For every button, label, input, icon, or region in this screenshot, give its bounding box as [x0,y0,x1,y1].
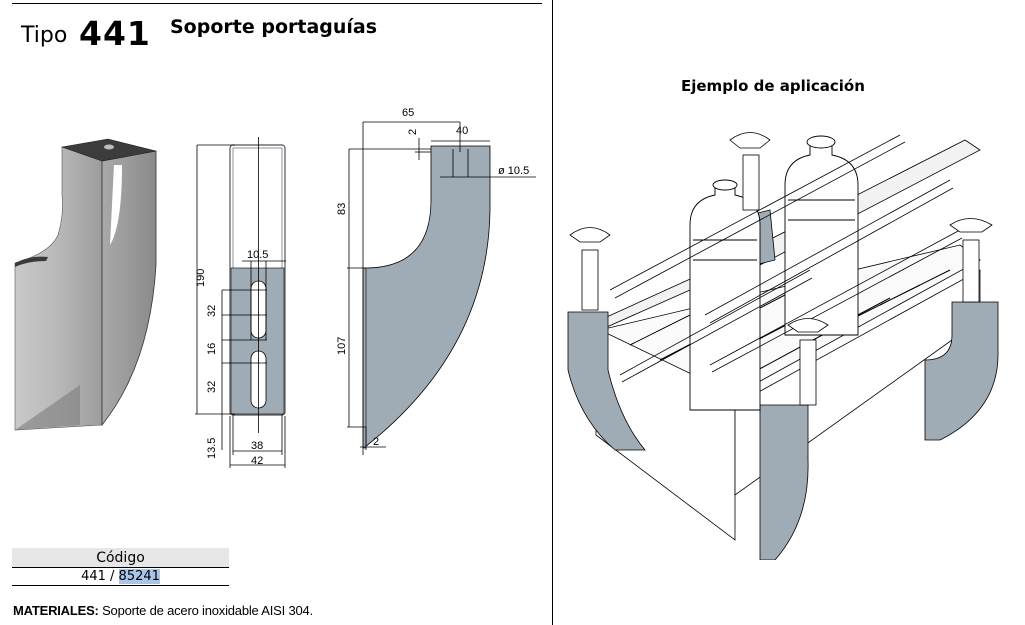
dim-bottom-offset: 13.5 [206,438,218,459]
star-knob-4 [787,318,829,406]
guide-rail-4 [709,229,963,373]
dim-upper-height: 83 [336,203,348,215]
bracket-left-face [14,146,103,431]
dim-outer-width: 42 [251,455,263,467]
star-knob-2 [729,132,771,211]
front-view-drawing: 10.5 190 32 16 32 13.5 38 42 [195,137,286,468]
bottle-left [689,179,761,411]
codigo-prefix: 441 / [81,569,119,584]
application-example-illustration [567,132,999,560]
star-knob-1 [569,227,611,311]
product-3d-render [14,138,157,431]
dim-hole-diameter: 10.5 [247,249,268,261]
tipo-label: Tipo [21,23,68,48]
guide-rail-2 [704,179,954,324]
guide-rail-1 [609,134,906,299]
codigo-table: Código 441 / 85241 [12,548,229,586]
application-title: Ejemplo de aplicación [681,77,865,95]
dim-thickness-bottom: 2 [373,436,379,448]
bracket-top-plate [60,138,157,162]
dim-slot-length-1: 32 [206,305,218,317]
side-view-drawing: 65 2 40 ø 10.5 83 107 2 [336,107,536,455]
guide-rail-3 [619,269,813,383]
codigo-selected-text[interactable]: 85241 [118,569,160,584]
dim-thickness-top: 2 [407,129,419,135]
dim-top-width: 40 [456,125,468,137]
dim-side-hole-diameter: ø 10.5 [498,165,529,177]
materiales-label: MATERIALES: [13,603,99,618]
product-title: Soporte portaguías [170,16,378,38]
star-knob-3 [949,218,993,303]
materiales-text: Soporte de acero inoxidable AISI 304. [98,603,313,618]
bracket-back-right [924,301,999,441]
bracket-front-center [759,404,809,560]
tipo-number: 441 [79,14,151,53]
bracket-shadow [15,385,80,430]
dim-lower-height: 107 [336,337,348,355]
bracket-right-face [101,150,157,427]
dim-total-height: 190 [195,269,207,287]
dim-inner-width: 38 [251,440,263,452]
codigo-value[interactable]: 441 / 85241 [12,568,229,586]
dim-slot-length-2: 32 [206,381,218,393]
bottle-right [784,135,859,336]
dim-slot-gap: 16 [206,343,218,355]
top-rule [12,3,542,4]
materiales-line: MATERIALES: Soporte de acero inoxidable … [13,603,313,618]
column-divider [552,0,553,625]
codigo-header: Código [12,548,229,568]
dim-total-depth: 65 [402,107,414,119]
bracket-front-left [567,311,646,451]
side-view-profile [364,145,491,448]
bracket-bottom-edge [15,256,48,267]
